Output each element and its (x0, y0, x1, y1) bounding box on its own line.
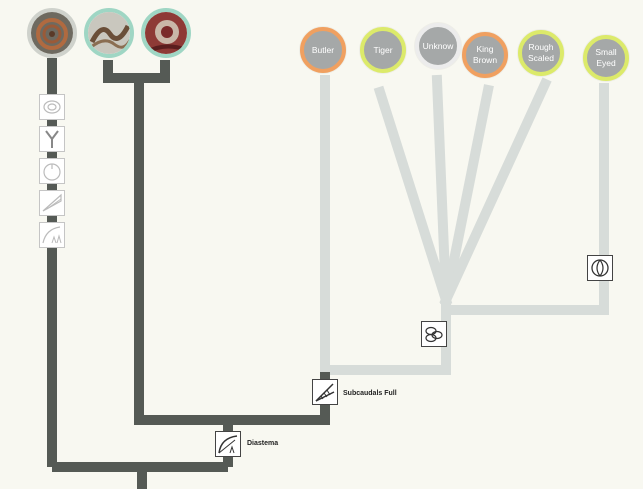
small-eye-trait[interactable] (587, 255, 613, 281)
species-label: Rough Scaled (528, 42, 554, 63)
circle-tail-trait[interactable] (39, 158, 65, 184)
snake-brown-photo-icon (88, 12, 130, 54)
fork-tongue-trait-icon (45, 130, 59, 148)
diastema-label: Diastema (247, 440, 279, 447)
active-branches (47, 58, 330, 489)
eye-oval-trait[interactable] (39, 94, 65, 120)
subcaudals-label: Subcaudals Full (343, 390, 397, 397)
fork-tongue-trait[interactable] (39, 126, 65, 152)
snake-brown-photo-node[interactable] (84, 8, 134, 58)
circle-tail-trait-icon (43, 163, 61, 181)
scale-wedge-trait[interactable] (39, 190, 65, 216)
fang-trait-icon (42, 226, 62, 244)
species-node-small-eyed[interactable]: Small Eyed (583, 35, 629, 81)
species-label: Butler (311, 44, 335, 55)
snake-coiled-photo-node[interactable] (27, 8, 77, 58)
species-label: Tiger (373, 44, 393, 55)
scale-cluster-trait-icon (425, 326, 443, 343)
species-node-rough-scaled[interactable]: Rough Scaled (518, 30, 564, 76)
species-node-unknow[interactable]: Unknow (415, 23, 461, 69)
snake-red-photo-icon (145, 12, 187, 54)
inactive-branches (320, 74, 609, 375)
species-label: Small Eyed (595, 47, 617, 68)
small-eye-trait-icon (591, 259, 609, 277)
diastema-trait[interactable] (215, 431, 241, 457)
species-node-tiger[interactable]: Tiger (360, 27, 406, 73)
snake-red-photo-node[interactable] (141, 8, 191, 58)
species-label: Unknow (422, 40, 454, 51)
scale-cluster-trait[interactable] (421, 321, 447, 347)
species-label: King Brown (472, 44, 498, 65)
diastema-trait-icon (218, 435, 238, 454)
scale-wedge-trait-icon (42, 193, 62, 212)
species-node-king-brown[interactable]: King Brown (462, 32, 508, 78)
eye-oval-trait-icon (43, 100, 61, 114)
subcaudal-scales-trait-icon (315, 383, 335, 402)
species-node-butler[interactable]: Butler (300, 27, 346, 73)
fang-trait[interactable] (39, 222, 65, 248)
subcaudals-trait[interactable] (312, 379, 338, 405)
snake-coiled-photo-icon (31, 12, 73, 54)
